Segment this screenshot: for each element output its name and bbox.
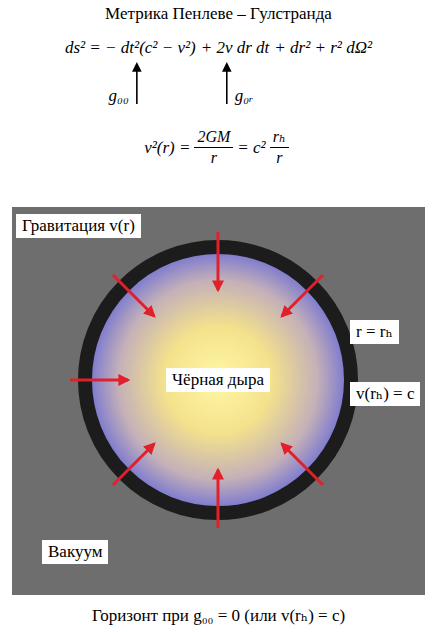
pointer-arrow — [136, 64, 138, 104]
metric-component: g₀₀ — [109, 86, 129, 106]
label-box: Гравитация v(r) — [16, 214, 141, 238]
formula-part: v²(r) = — [144, 138, 190, 158]
fraction: 2GMr — [194, 128, 233, 168]
numerator: rₕ — [270, 128, 289, 148]
formula-part: = c² — [237, 138, 265, 158]
gravity-arrows — [70, 232, 323, 528]
formula-part: + 2v dr dt — [201, 38, 270, 58]
fraction: rₕr — [270, 128, 289, 168]
denominator: r — [208, 148, 220, 167]
label-text: v(rₕ) = c — [356, 384, 414, 403]
label-box: r = rₕ — [350, 320, 399, 344]
label-text: Гравитация v(r) — [22, 216, 135, 235]
label-text: Чёрная дыра — [172, 370, 264, 389]
formula-part: + dr² + r² dΩ² — [274, 38, 372, 58]
label-box: Чёрная дыра — [166, 368, 270, 392]
denominator: r — [273, 148, 285, 167]
formula-part: ds² = − dt²(c² − v²) — [65, 38, 196, 58]
pointer-arrow — [226, 64, 228, 104]
numerator: 2GM — [194, 128, 233, 148]
label-box: v(rₕ) = c — [350, 382, 420, 406]
label-text: Вакуум — [48, 542, 102, 561]
velocity-formula: v²(r) =2GMr= c²rₕr — [0, 128, 437, 168]
caption: Горизонт при g₀₀ = 0 (или v(rₕ) = c) — [92, 605, 345, 626]
title: Метрика Пенлеве – Гулстранда — [105, 4, 332, 24]
label-text: r = rₕ — [356, 322, 393, 341]
vacuum-panel — [12, 207, 425, 595]
label-box: Вакуум — [42, 540, 108, 564]
metric-component: g₀ᵣ — [235, 86, 254, 106]
metric-formula: ds² = − dt²(c² − v²)+ 2v dr dt+ dr² + r²… — [0, 38, 437, 58]
